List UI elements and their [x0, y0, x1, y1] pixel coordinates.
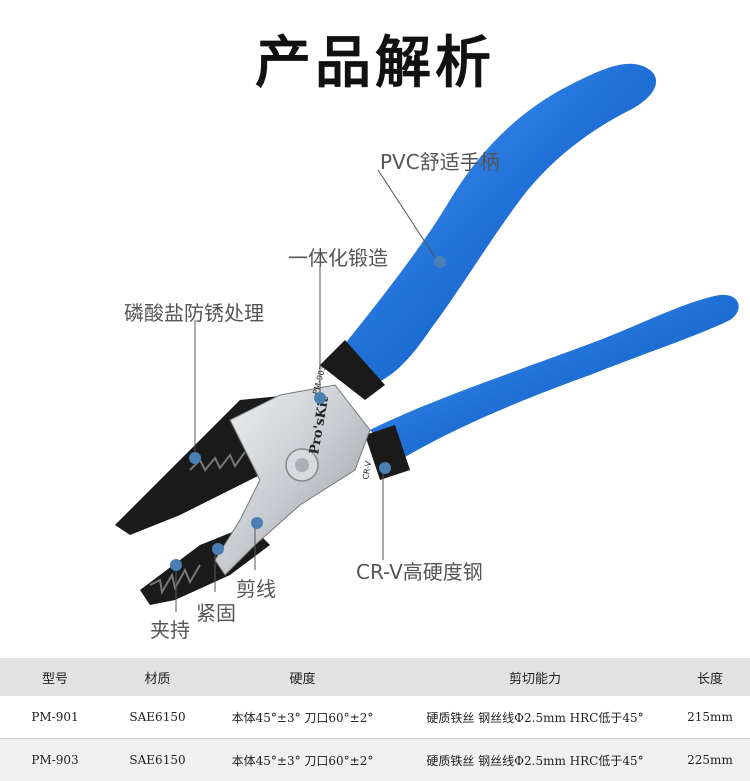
header-length: 长度 [670, 658, 750, 696]
table-row: PM-901 SAE6150 本体45°±3° 刀口60°±2° 硬质铁丝 钢丝… [0, 696, 750, 738]
cell-model: PM-903 [0, 739, 110, 781]
cell-length: 225mm [670, 739, 750, 781]
callout-crv-steel: CR-V高硬度钢 [356, 560, 483, 584]
pliers-illustration: Pro'sKit PM-903 CR-V Cap. Piano Wire ø2.… [115, 63, 739, 612]
cell-hardness: 本体45°±3° 刀口60°±2° [205, 739, 400, 781]
cell-cutting-capacity: 硬质铁丝 钢丝线Φ2.5mm HRC低于45° [400, 739, 670, 781]
cell-material: SAE6150 [110, 739, 205, 781]
marker-cutting [251, 517, 263, 529]
header-material: 材质 [110, 658, 205, 696]
steel-stamp: CR-V [361, 460, 373, 481]
marker-pvc [434, 256, 446, 268]
upper-jaw-teeth [189, 451, 246, 472]
upper-handle [340, 63, 657, 385]
marker-crv [379, 462, 391, 474]
pivot-inner [295, 458, 309, 472]
table-row: PM-903 SAE6150 本体45°±3° 刀口60°±2° 硬质铁丝 钢丝… [0, 739, 750, 781]
marker-clamping [170, 559, 182, 571]
table-header-row: 型号 材质 硬度 剪切能力 长度 [0, 658, 750, 696]
lower-collar [365, 425, 410, 480]
page-title: 产品解析 [255, 31, 495, 96]
lower-jaw-teeth [149, 564, 201, 595]
callout-fastening: 紧固 [196, 601, 236, 625]
callout-phosphate: 磷酸盐防锈处理 [124, 301, 264, 325]
cell-length: 215mm [687, 710, 733, 724]
marker-forging [314, 392, 326, 404]
leader-pvc [377, 169, 441, 266]
header-model: 型号 [0, 658, 110, 696]
cell-material: SAE6150 [129, 710, 186, 724]
callout-cutting: 剪线 [236, 577, 276, 601]
cell-cutting-capacity: 硬质铁丝 钢丝线Φ2.5mm HRC低于45° [426, 710, 644, 725]
table-divider [0, 738, 750, 739]
callout-pvc-handle: PVC舒适手柄 [380, 150, 500, 174]
callout-clamping: 夹持 [150, 618, 190, 642]
cell-hardness: 本体45°±3° 刀口60°±2° [231, 710, 374, 725]
marker-fastening [212, 543, 224, 555]
lower-handle [370, 294, 739, 460]
spec-table: 型号 材质 硬度 剪切能力 长度 PM-901 SAE6150 本体45°±3°… [0, 658, 750, 781]
header-cutting-capacity: 剪切能力 [400, 658, 670, 696]
marker-phosphate [189, 452, 201, 464]
upper-collar [320, 340, 385, 400]
header-hardness: 硬度 [205, 658, 400, 696]
cell-model: PM-901 [31, 710, 79, 724]
callout-forging: 一体化锻造 [288, 246, 388, 270]
